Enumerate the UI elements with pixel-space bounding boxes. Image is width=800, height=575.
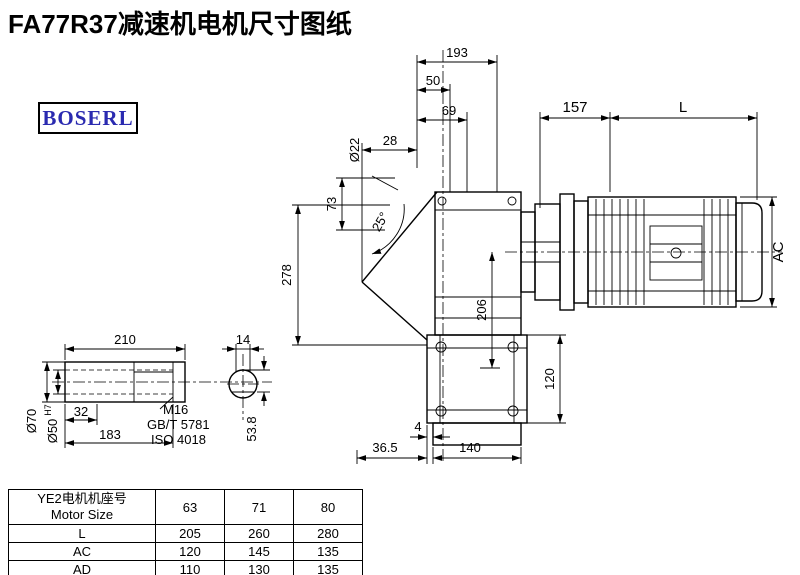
table-cell: 145 (224, 542, 294, 561)
shaft-section-detail (228, 369, 258, 399)
dim-278: 278 (279, 264, 294, 286)
motor-outline (520, 193, 763, 311)
centerlines (52, 50, 782, 462)
table-cell: 135 (293, 560, 363, 575)
table-row-AC: AC 120 145 135 (8, 542, 363, 561)
table-cell: 135 (293, 542, 363, 561)
dim-dia22: Ø22 (347, 138, 362, 163)
table-cell: 280 (293, 524, 363, 543)
frame-size-63: 63 (155, 489, 225, 525)
table-cell: 205 (155, 524, 225, 543)
table-header-cn: YE2电机机座号 (37, 491, 127, 506)
brand-logo: BOSERL (38, 102, 138, 134)
motor-size-table: YE2电机机座号 Motor Size 63 71 80 L 205 260 2… (8, 489, 363, 575)
row-label-AC: AC (8, 542, 156, 561)
dim-32: 32 (74, 404, 88, 419)
table-header-motor-size: YE2电机机座号 Motor Size (8, 489, 156, 525)
table-cell: 260 (224, 524, 294, 543)
standard-iso: ISO 4018 (151, 432, 206, 447)
motor-fins (595, 199, 729, 305)
standard-gb: GB/T 5781 (147, 417, 210, 432)
thread-callout: M16 (163, 402, 188, 417)
dim-dia50: Ø50 (45, 419, 60, 444)
output-shaft-view (64, 361, 186, 410)
gearbox-outline (361, 191, 528, 446)
dim-dia50-tolerance: H7 (43, 404, 53, 416)
dim-53-8: 53.8 (244, 416, 259, 441)
dim-73: 73 (324, 197, 339, 211)
dim-dia70: Ø70 (24, 409, 39, 434)
dim-157: 157 (562, 99, 587, 116)
angle-arc (371, 203, 405, 255)
table-header-row: YE2电机机座号 Motor Size 63 71 80 (8, 489, 363, 525)
dim-4: 4 (414, 419, 421, 434)
table-row-AD: AD 110 130 135 (8, 560, 363, 575)
dim-69: 69 (442, 103, 456, 118)
table-cell: 110 (155, 560, 225, 575)
frame-size-71: 71 (224, 489, 294, 525)
dimension-lines (44, 59, 775, 461)
row-label-AD: AD (8, 560, 156, 575)
dim-50: 50 (426, 73, 440, 88)
dim-AC: AC (770, 241, 787, 262)
table-row-L: L 205 260 280 (8, 524, 363, 543)
dim-140: 140 (459, 440, 481, 455)
table-cell: 120 (155, 542, 225, 561)
frame-size-80: 80 (293, 489, 363, 525)
thread-leader-line (159, 396, 174, 410)
table-header-en: Motor Size (50, 507, 114, 522)
dim-28: 28 (383, 133, 397, 148)
table-cell: 130 (224, 560, 294, 575)
dim-210: 210 (114, 332, 136, 347)
row-label-L: L (8, 524, 156, 543)
dim-120: 120 (542, 368, 557, 390)
motor-terminal-detail (649, 225, 703, 281)
dim-206: 206 (474, 299, 489, 321)
dim-14: 14 (236, 332, 250, 347)
page-title: FA77R37减速机电机尺寸图纸 (8, 9, 352, 39)
fan-cover (735, 202, 763, 302)
dim-L: L (679, 99, 687, 116)
dim-183: 183 (99, 427, 121, 442)
dim-193: 193 (446, 45, 468, 60)
dim-36-5: 36.5 (372, 440, 397, 455)
